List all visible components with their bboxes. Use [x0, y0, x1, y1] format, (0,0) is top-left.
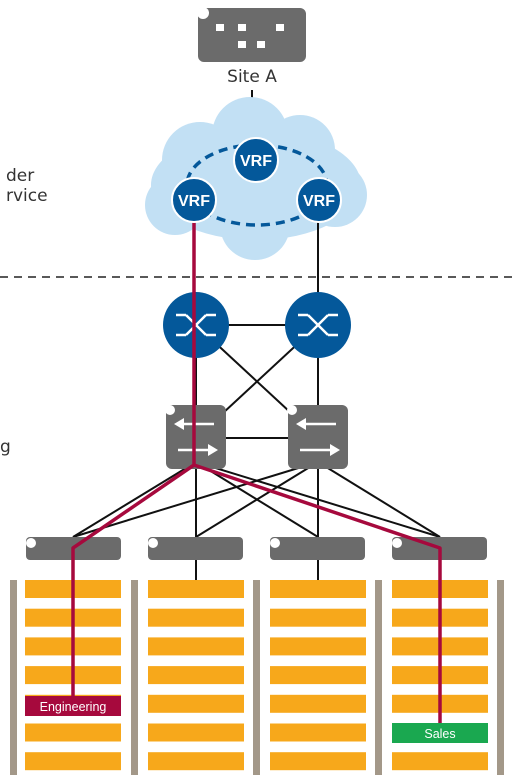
- vrf-node: VRF: [296, 177, 342, 223]
- segment-tag-engineering-label: Engineering: [40, 700, 107, 714]
- server-unit: [148, 752, 244, 771]
- server-unit: [270, 666, 366, 685]
- rack-post: [497, 580, 504, 775]
- vrf-label: VRF: [178, 193, 210, 210]
- server-unit: [148, 580, 244, 598]
- segment-tag-sales: Sales: [392, 723, 488, 743]
- rack-post: [375, 580, 382, 775]
- vrf-node: VRF: [233, 137, 279, 183]
- vrf-node: VRF: [171, 177, 217, 223]
- segment-tag-sales-label: Sales: [424, 727, 455, 741]
- vrf-label: VRF: [240, 153, 272, 170]
- access-switch-icon: [270, 537, 365, 560]
- side-label-lower-1: g: [0, 437, 11, 457]
- rack-post: [131, 580, 138, 775]
- server-unit: [392, 752, 488, 771]
- vrf-label: VRF: [303, 193, 335, 210]
- site-router-icon: [197, 7, 306, 62]
- server-unit: [25, 723, 121, 742]
- server-unit: [148, 608, 244, 627]
- rack-post: [253, 580, 260, 775]
- distribution-switch-icon: [287, 405, 348, 469]
- side-label-upper-2: rvice: [6, 186, 48, 206]
- server-unit: [270, 752, 366, 771]
- server-unit: [270, 580, 366, 598]
- server-unit: [148, 723, 244, 742]
- segment-path: [193, 463, 442, 733]
- rack-post: [10, 580, 17, 775]
- distribution-switch-icon: [165, 405, 226, 469]
- segment-tag-engineering: Engineering: [25, 696, 121, 716]
- server-unit: [148, 666, 244, 685]
- side-label-upper-1: der: [6, 166, 35, 186]
- server-unit: [270, 608, 366, 627]
- server-unit: [148, 694, 244, 713]
- server-unit: [25, 752, 121, 771]
- core-router-icon: [163, 292, 229, 358]
- core-router-icon: [285, 292, 351, 358]
- site-label: Site A: [227, 67, 277, 87]
- segment-path: [71, 215, 196, 706]
- server-unit: [270, 694, 366, 713]
- server-unit: [270, 723, 366, 742]
- access-switch-icon: [148, 537, 243, 560]
- server-unit: [270, 637, 366, 656]
- server-unit: [148, 637, 244, 656]
- server-racks: [10, 580, 504, 775]
